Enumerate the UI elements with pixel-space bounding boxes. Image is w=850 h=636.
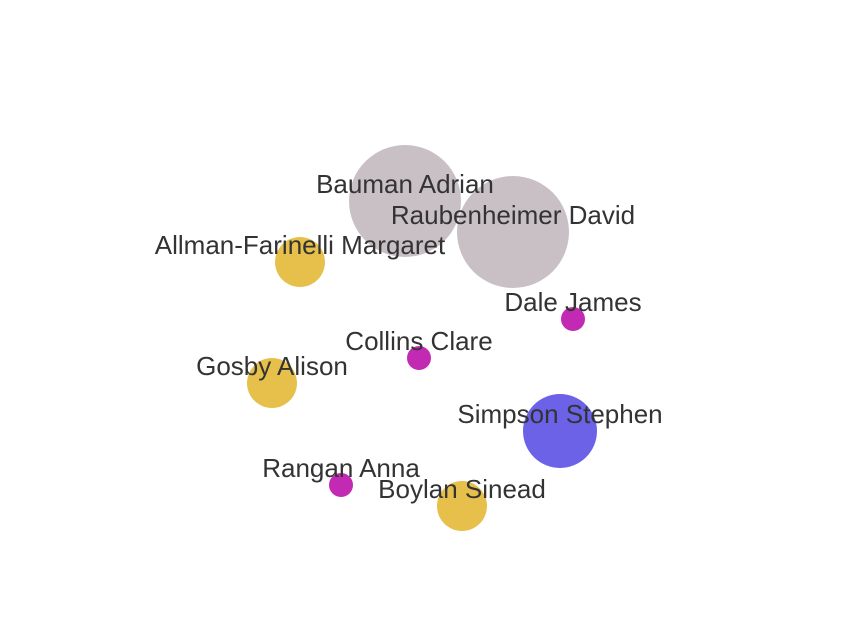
node-label: Rangan Anna	[262, 453, 420, 483]
node-label: Allman-Farinelli Margaret	[155, 230, 446, 260]
node-circle[interactable]	[275, 237, 325, 287]
node-label: Dale James	[504, 287, 641, 317]
node-label: Bauman Adrian	[316, 169, 494, 199]
node-circles	[247, 145, 597, 531]
node-label: Simpson Stephen	[457, 399, 662, 429]
node-circle[interactable]	[329, 473, 353, 497]
node-label: Gosby Alison	[196, 351, 348, 381]
node-circle[interactable]	[437, 481, 487, 531]
node-label: Raubenheimer David	[391, 200, 635, 230]
node-label: Collins Clare	[345, 326, 492, 356]
node-circle[interactable]	[561, 307, 585, 331]
node-circle[interactable]	[349, 145, 461, 257]
node-label: Boylan Sinead	[378, 474, 546, 504]
node-circle[interactable]	[523, 394, 597, 468]
node-circle[interactable]	[457, 176, 569, 288]
node-circle[interactable]	[247, 358, 297, 408]
node-circle[interactable]	[407, 346, 431, 370]
